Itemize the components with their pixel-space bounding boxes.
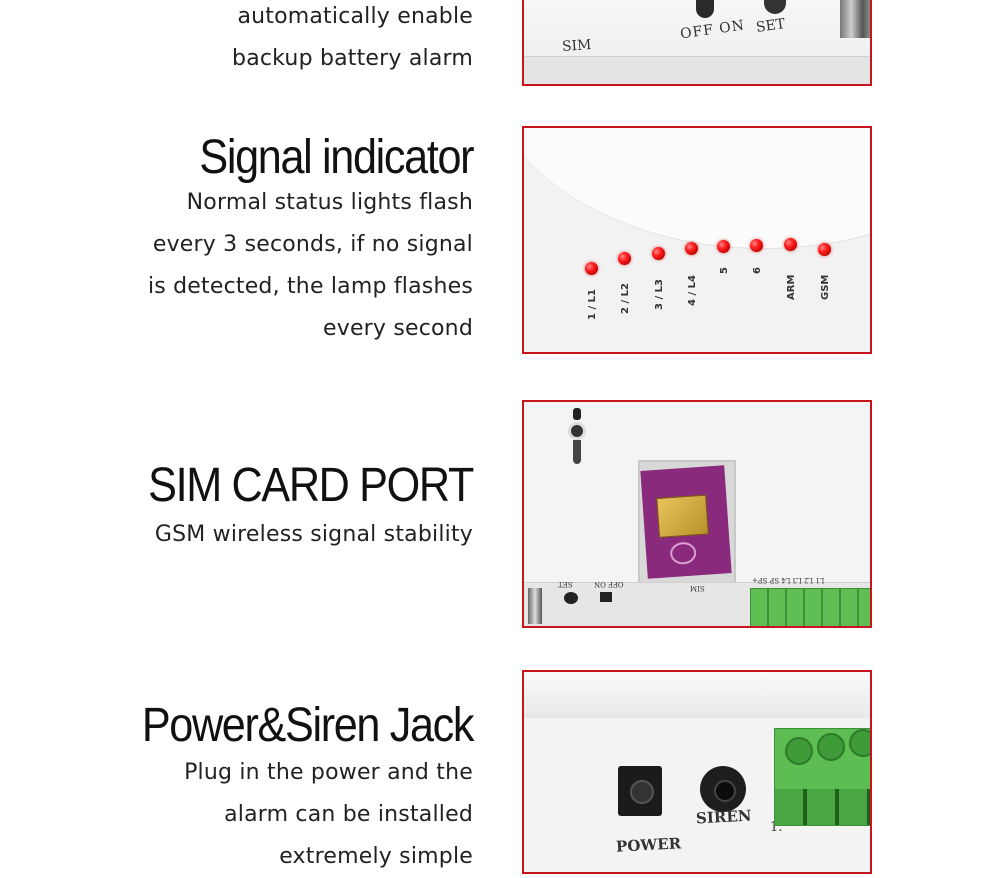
siren-label: SIREN [695, 806, 752, 828]
signal-indicator-photo: 1 / L1 2 / L2 3 / L3 4 / L4 5 6 ARM GSM [522, 126, 872, 354]
led-label-4: 4 / L4 [687, 275, 698, 306]
power-line-3: extremely simple [279, 844, 473, 869]
led-label-5: 5 [719, 267, 730, 274]
sim-label: SIM [690, 584, 705, 592]
battery-line-1: automatically enable [237, 4, 473, 29]
power-line-1: Plug in the power and the [184, 760, 473, 785]
led-gsm [818, 243, 831, 256]
set-label: SET [558, 580, 573, 588]
switch-slot-icon [696, 0, 714, 18]
led-label-3: 3 / L3 [654, 279, 665, 310]
sim-card-board [640, 465, 732, 579]
led-label-6: 6 [752, 267, 763, 274]
led-4 [685, 242, 698, 255]
sim-label: SIM [561, 36, 592, 56]
power-siren-photo: POWER SIREN 1. [522, 670, 872, 874]
sim-slot-recess [638, 460, 736, 586]
antenna-connector-icon [840, 0, 870, 38]
set-label: SET [755, 16, 787, 36]
switch-icon [600, 592, 612, 602]
led-2 [618, 252, 631, 265]
signal-line-2: every 3 seconds, if no signal [152, 232, 473, 257]
led-label-gsm: GSM [820, 274, 831, 300]
device-bottom-edge [524, 56, 870, 84]
led-6 [750, 239, 763, 252]
terminal-labels: L1 L2 L3 L4 SP SP+ [752, 576, 825, 584]
off-on-label: OFF ON [679, 17, 746, 43]
led-3 [652, 247, 665, 260]
led-1 [585, 262, 598, 275]
power-siren-title: Power&Siren Jack [141, 699, 475, 752]
device-curved-face [524, 128, 870, 249]
terminal-block [750, 588, 870, 626]
signal-indicator-title: Signal indicator [199, 131, 474, 184]
led-5 [717, 240, 730, 253]
power-jack-icon [618, 766, 662, 816]
led-label-2: 2 / L2 [620, 283, 631, 314]
sim-contact-icon [656, 494, 709, 538]
terminal-block [774, 728, 870, 826]
signal-line-4: every second [322, 316, 473, 341]
off-on-label: OFF ON [594, 580, 624, 588]
sim-line-1: GSM wireless signal stability [154, 522, 473, 547]
device-top-face [524, 672, 870, 718]
sim-board-marking [669, 541, 697, 566]
power-label: POWER [615, 834, 682, 856]
power-line-2: alarm can be installed [224, 802, 473, 827]
led-arm [784, 238, 797, 251]
siren-jack-icon [700, 766, 746, 812]
sim-card-port-photo: SET OFF ON SIM L1 L2 L3 L4 SP SP+ [522, 400, 872, 628]
signal-line-3: is detected, the lamp flashes [147, 274, 473, 299]
set-button-icon [564, 592, 578, 604]
set-button-icon [764, 0, 786, 14]
antenna-connector-icon [528, 588, 542, 624]
led-label-arm: ARM [786, 274, 797, 300]
led-label-1: 1 / L1 [587, 289, 598, 320]
battery-switch-photo: SIM OFF ON SET [522, 0, 872, 86]
signal-line-1: Normal status lights flash [186, 190, 473, 215]
wall-mount-hole-icon [568, 408, 586, 466]
battery-line-2: backup battery alarm [232, 46, 473, 71]
sim-card-port-title: SIM CARD PORT [148, 459, 474, 512]
